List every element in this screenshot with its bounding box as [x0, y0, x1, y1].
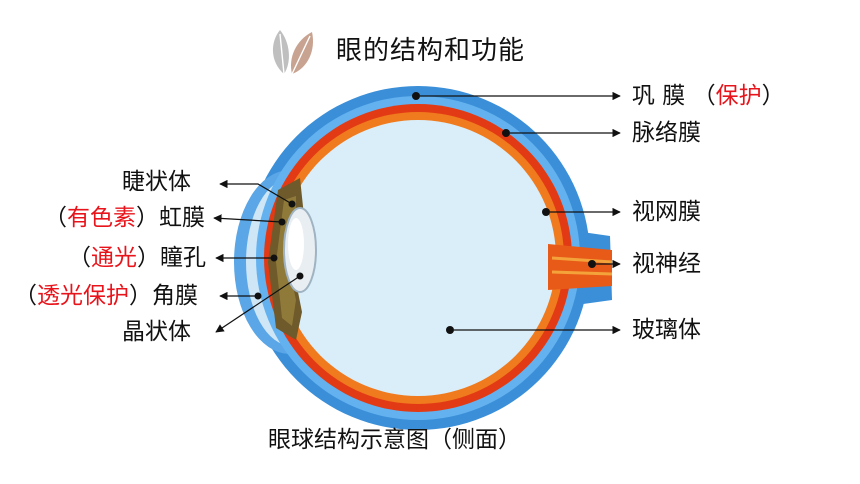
label-lens: 晶状体	[122, 319, 191, 345]
label-pupil-note: 通光	[91, 245, 137, 271]
pointer-lens	[215, 272, 304, 333]
label-sclera-note: 保护	[715, 83, 762, 109]
label-sclera-open: （	[692, 83, 716, 109]
label-iris-open: （	[44, 205, 67, 231]
label-cornea-name: 角膜	[152, 283, 198, 309]
label-sclera: 巩 膜 （保护）	[632, 82, 785, 110]
label-sclera-close: ）	[761, 83, 785, 109]
label-cornea: （透光保护）角膜	[14, 282, 198, 310]
label-pupil: （通光）瞳孔	[68, 244, 206, 272]
label-vitreous: 玻璃体	[632, 317, 701, 343]
label-choroid: 脉络膜	[632, 120, 701, 146]
leaf-logo-icon	[272, 30, 314, 75]
pointer-retina	[542, 207, 621, 217]
pointer-choroid	[502, 128, 621, 138]
pointer-iris	[213, 214, 286, 226]
label-cornea-note: 透光保护	[37, 283, 129, 309]
label-cornea-open: （	[14, 283, 37, 309]
label-optic-nerve: 视神经	[632, 251, 701, 277]
pointer-pupil	[215, 253, 278, 263]
label-iris: （有色素）虹膜	[44, 204, 205, 232]
optic-nerve	[548, 244, 612, 290]
pointer-sclera	[412, 91, 621, 101]
label-iris-name: 虹膜	[159, 205, 205, 231]
vitreous-body	[280, 120, 556, 396]
label-iris-close: ）	[136, 205, 159, 231]
label-cornea-close: ）	[129, 283, 152, 309]
label-sclera-name: 巩 膜	[632, 83, 686, 109]
pointer-cornea	[219, 291, 262, 301]
label-pupil-close: ）	[137, 245, 160, 271]
label-pupil-open: （	[68, 245, 91, 271]
label-retina: 视网膜	[632, 199, 701, 225]
pointer-vitreous	[446, 325, 621, 335]
label-iris-note: 有色素	[67, 205, 136, 231]
pointer-optic-nerve	[588, 259, 621, 269]
label-ciliary-body: 睫状体	[122, 169, 191, 195]
pointer-ciliary	[219, 179, 296, 208]
label-pupil-name: 瞳孔	[160, 245, 206, 271]
figure-caption: 眼球结构示意图（侧面）	[268, 427, 521, 453]
page-title: 眼的结构和功能	[336, 36, 526, 66]
